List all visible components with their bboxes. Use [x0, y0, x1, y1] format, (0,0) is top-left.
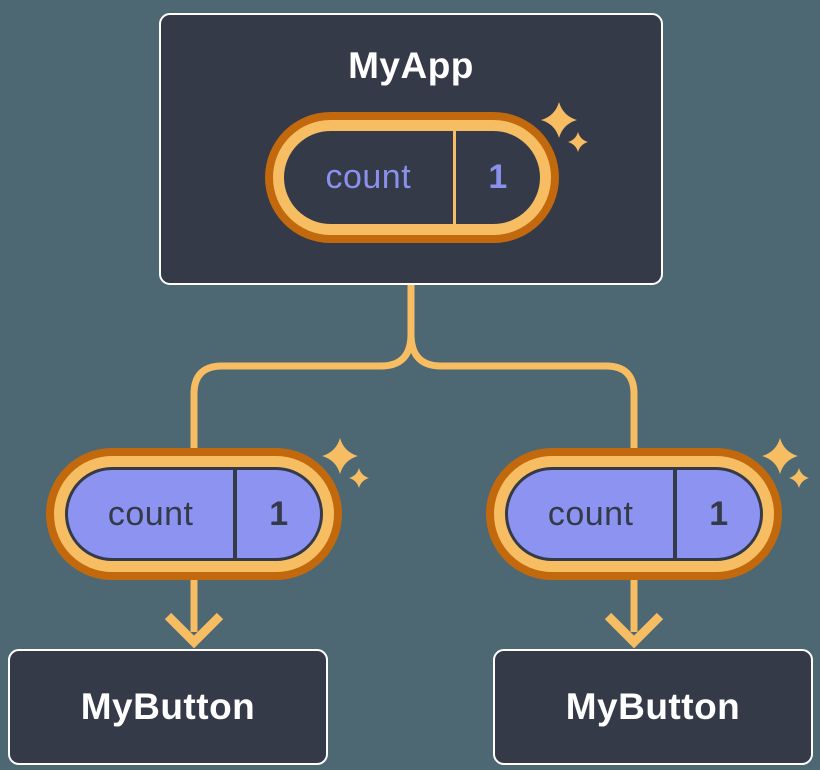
pill-ring: count 1 — [494, 456, 774, 572]
pill-ring: count 1 — [273, 120, 551, 235]
state-value-label: 1 — [488, 158, 508, 196]
sparkle-icon — [568, 132, 588, 152]
prop-name-label: count — [107, 494, 194, 533]
fork-branch-right — [407, 284, 638, 450]
pill-divider — [452, 131, 456, 224]
fork-branch-left — [190, 284, 415, 450]
pill-divider — [673, 470, 678, 558]
state-name-label: count — [325, 158, 412, 196]
prop-pill-mybutton-right: count 1 — [486, 438, 809, 580]
node-title: MyApp — [348, 45, 474, 86]
sparkle-icon — [349, 468, 369, 488]
prop-pill-mybutton-left: count 1 — [46, 438, 369, 580]
sparkle-icon — [762, 438, 798, 474]
pill-divider — [233, 470, 238, 558]
pill-ring: count 1 — [54, 456, 334, 572]
node-mybutton-left: MyButton — [8, 649, 328, 765]
prop-value-label: 1 — [269, 494, 289, 533]
arrow-head-left — [164, 612, 224, 649]
prop-value-label: 1 — [709, 494, 729, 533]
arrow-head-right — [604, 612, 664, 649]
sparkle-icon — [322, 438, 358, 474]
sparkle-icon — [541, 102, 577, 138]
prop-name-label: count — [547, 494, 634, 533]
state-pill-myapp: count 1 — [265, 102, 588, 243]
sparkle-icon — [789, 468, 809, 488]
node-mybutton-right: MyButton — [493, 649, 813, 765]
